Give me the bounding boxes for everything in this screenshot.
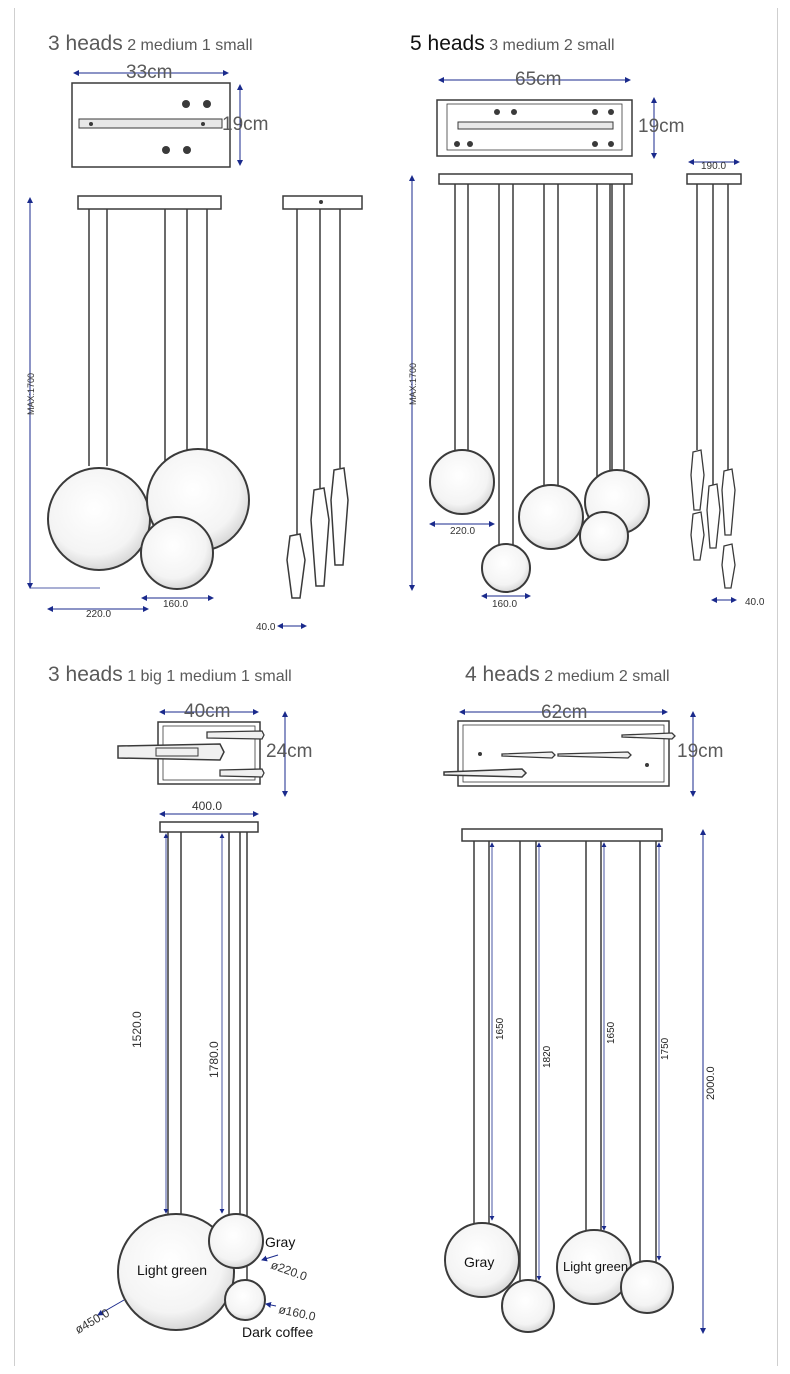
p3-plate-depth: 24cm [266,741,312,762]
p1-globe-medium-a [47,467,151,571]
panel-3-title: 3 heads 1 big 1 medium 1 small [48,663,292,686]
p2-max-height: MAX:1700 [408,363,418,405]
p1-plate-width: 33cm [126,62,172,83]
p3-drop-b: 1780.0 [207,1041,221,1078]
p3-globe-small [224,1279,266,1321]
p2-side-canopy [686,173,742,185]
p4-drop-a: 1650 [495,1017,506,1040]
p2-globe-3 [518,484,584,550]
p3-dia-medium: ø220.0 [269,1258,309,1284]
p4-globe-small-a [501,1279,555,1333]
p2-plate-width: 65cm [515,69,561,90]
p3-dia-small: ø160.0 [277,1302,317,1324]
p2-globe-5 [579,511,629,561]
p3-plate-width: 40cm [184,701,230,722]
p2-canopy [438,173,633,185]
p3-color-big: Light green [137,1262,207,1278]
p2-side-width: 190.0 [701,161,726,172]
p1-side-canopy [282,195,363,210]
panel-4-title: 4 heads 2 medium 2 small [465,663,670,686]
panel-1-title: 3 heads 2 medium 1 small [48,32,253,55]
p2-dim-b: 160.0 [492,599,517,610]
p4-color-b: Light green [563,1259,628,1274]
p1-crystal-2 [310,487,330,587]
p4-top-plate [457,720,670,787]
p2-globe-1 [429,449,495,515]
panel-3 [97,709,288,1331]
p1-plate-depth: 19cm [222,114,268,135]
p3-color-medium: Gray [265,1234,295,1250]
p4-drop-c: 1650 [606,1021,617,1044]
p2-dim-c: 40.0 [745,597,765,608]
p3-globe-big [117,1213,235,1331]
p2-dim-a: 220.0 [450,526,475,537]
p4-total: 2000.0 [705,1066,717,1100]
p1-top-plate [71,82,231,168]
page-frame [14,8,778,1366]
p1-crystal-1 [286,533,306,599]
p1-globe-small [140,516,214,590]
p4-globe-gray [444,1222,520,1298]
p2-plate-depth: 19cm [638,116,684,137]
p4-color-a: Gray [464,1254,494,1270]
p1-dim-a: 220.0 [86,609,111,620]
panel-4 [443,709,706,1334]
p4-drop-b: 1820 [542,1045,553,1068]
p1-dim-c: 40.0 [256,622,276,633]
panel-2-title: 5 heads 3 medium 2 small [410,32,615,55]
p4-plate-depth: 19cm [677,741,723,762]
p4-globe-small-b [620,1260,674,1314]
p4-plate-width: 62cm [541,702,587,723]
p2-top-plate [436,99,633,157]
p4-canopy [461,828,663,842]
p3-drop-a: 1520.0 [130,1011,144,1048]
p1-crystal-3 [330,467,349,566]
p3-color-small: Dark coffee [242,1324,314,1340]
p3-canopy-width: 400.0 [192,799,222,813]
p1-canopy [77,195,222,210]
p4-drop-d: 1750 [660,1037,671,1060]
p3-globe-medium [208,1213,264,1269]
p1-max-height: MAX:1700 [26,373,36,415]
panel-1 [27,70,363,629]
p2-globe-2 [481,543,531,593]
p3-dia-big: ø450.0 [73,1306,113,1337]
p3-canopy [159,821,259,833]
panel-2 [409,77,742,603]
p1-dim-b: 160.0 [163,599,188,610]
